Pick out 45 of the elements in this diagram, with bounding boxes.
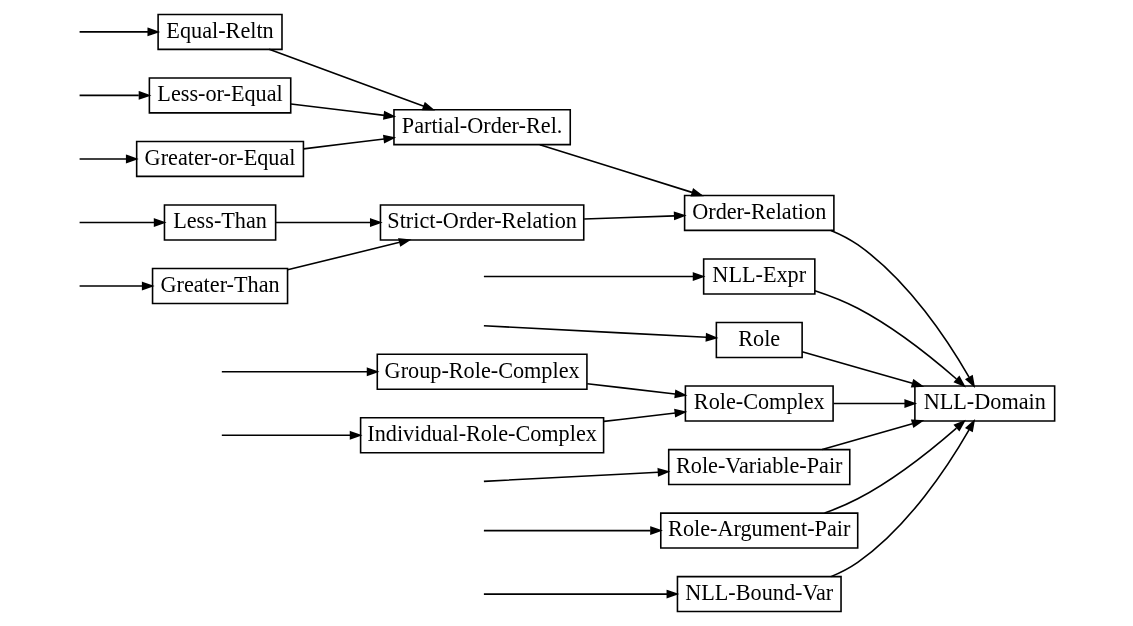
node-box: Individual-Role-Complex: [359, 417, 605, 454]
arrow: [830, 229, 976, 389]
arrow: [302, 134, 397, 150]
arrow: [603, 408, 688, 423]
arrow: [483, 589, 680, 599]
node-box: NLL-Expr: [702, 258, 816, 295]
arrow: [221, 430, 363, 440]
arrow: [78, 154, 139, 164]
node-box: Less-or-Equal: [148, 77, 292, 114]
arrow: [78, 218, 167, 227]
arrow: [821, 419, 925, 451]
node-box: Role-Complex: [684, 385, 834, 422]
node-box: Role-Argument-Pair: [660, 512, 859, 549]
node-box: NLL-Domain: [914, 385, 1056, 422]
arrow: [830, 419, 976, 578]
arrow: [221, 367, 380, 377]
arrow: [823, 419, 966, 514]
arrow: [483, 467, 671, 483]
arrow: [268, 48, 436, 111]
node-box: Less-Than: [163, 204, 277, 241]
arrow: [814, 289, 966, 388]
node-box: Role-Variable-Pair: [667, 448, 851, 486]
arrow: [483, 324, 719, 342]
node-box: Order-Relation: [683, 194, 835, 232]
node-box: Greater-Than: [151, 267, 289, 305]
node-box: Role: [715, 321, 803, 359]
node-box: Equal-Reltn: [157, 13, 283, 51]
arrow: [290, 103, 397, 120]
arrow: [801, 351, 925, 388]
arrow: [832, 399, 918, 408]
node-box: NLL-Bound-Var: [676, 575, 842, 613]
arrow: [275, 218, 383, 227]
node-box: Group-Role-Complex: [376, 353, 588, 391]
node-box: Greater-or-Equal: [135, 140, 305, 178]
arrow: [78, 281, 155, 291]
arrow: [483, 526, 663, 536]
arrow: [539, 143, 704, 197]
arrow: [586, 382, 688, 399]
arrow: [78, 27, 161, 37]
arrow: [286, 238, 412, 271]
arrow: [483, 272, 706, 281]
arrow: [583, 211, 687, 221]
node-box: Partial-Order-Rel.: [393, 108, 572, 146]
node-box: Strict-Order-Relation: [379, 204, 585, 241]
arrow: [78, 90, 152, 100]
